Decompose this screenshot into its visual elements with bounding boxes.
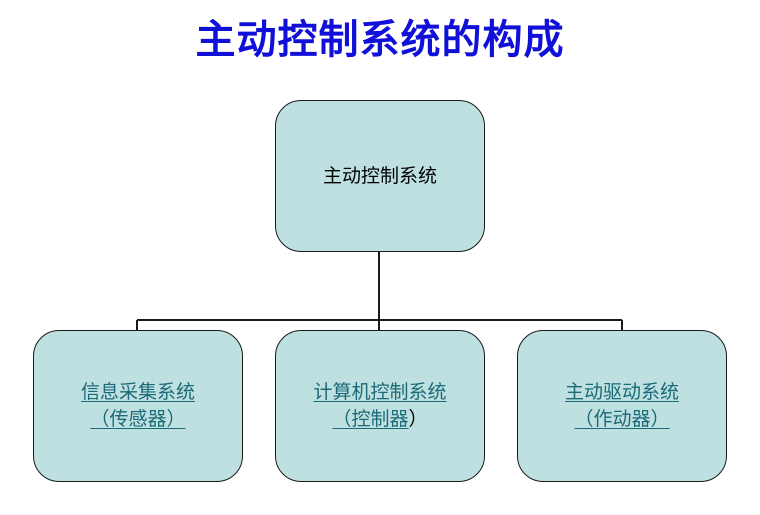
child-node-title-line: 计算机控制系统 xyxy=(313,379,446,406)
actuator-link[interactable]: （作动器） xyxy=(574,408,670,430)
active-drive-system-link[interactable]: 主动驱动系统 xyxy=(564,381,679,403)
child-node-active-drive: 主动驱动系统 （作动器） xyxy=(517,330,727,482)
sensor-link[interactable]: （传感器） xyxy=(90,408,186,430)
child-node-title-line: 主动驱动系统 xyxy=(565,379,679,406)
subtitle-tail: ） xyxy=(408,408,428,430)
child-node-subtitle-line: （控制器） xyxy=(332,406,427,433)
child-node-title-line: 信息采集系统 xyxy=(81,379,195,406)
page-title: 主动控制系统的构成 xyxy=(195,17,565,63)
child-node-subtitle-line: （传感器） xyxy=(90,406,185,433)
child-node-computer-control: 计算机控制系统 （控制器） xyxy=(275,330,485,482)
information-collection-system-link[interactable]: 信息采集系统 xyxy=(80,381,195,403)
child-node-subtitle-line: （作动器） xyxy=(574,406,669,433)
root-node: 主动控制系统 xyxy=(275,100,485,252)
root-node-label: 主动控制系统 xyxy=(322,165,437,187)
computer-control-system-link[interactable]: 计算机控制系统 xyxy=(313,381,447,403)
controller-link[interactable]: （控制器 xyxy=(332,408,409,430)
child-node-information-collection: 信息采集系统 （传感器） xyxy=(33,330,243,482)
